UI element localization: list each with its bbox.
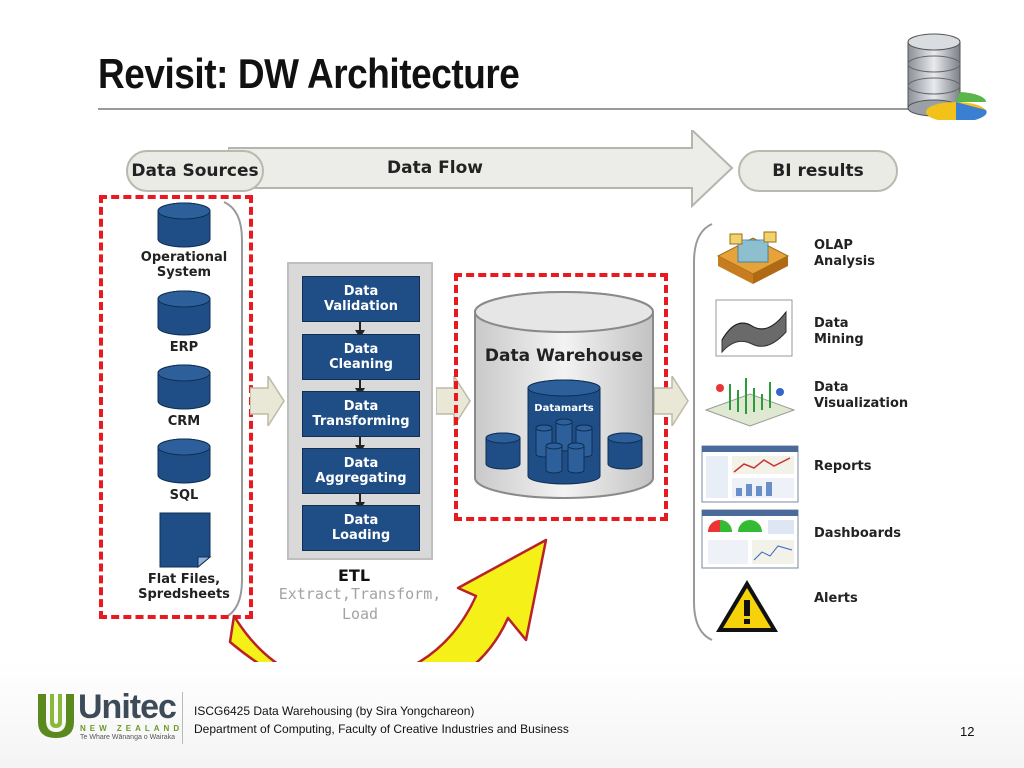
data-warehouse-title: Data Warehouse — [484, 346, 644, 366]
unitec-logo-tag: Te Whare Wānanga o Wairaka — [80, 734, 176, 741]
footer-course: ISCG6425 Data Warehousing (by Sira Yongc… — [194, 704, 475, 718]
sources-bracket — [223, 201, 243, 619]
unitec-logo-mark — [38, 694, 74, 738]
surface-plot-icon — [715, 299, 793, 357]
data-flow-label: Data Flow — [387, 158, 483, 178]
arrow-to-bi — [654, 376, 689, 426]
footer-divider — [182, 692, 183, 744]
footer-department: Department of Computing, Faculty of Crea… — [194, 722, 569, 736]
dashboard-screen-icon — [701, 509, 799, 569]
warehouse-highlight — [454, 273, 668, 521]
bi-dashboards: Dashboards — [814, 526, 902, 541]
bi-bracket — [693, 223, 713, 641]
warning-triangle-icon — [716, 580, 778, 632]
3d-chart-icon — [704, 378, 796, 427]
source-cylinders — [157, 202, 212, 569]
unitec-logo-sub: NEW ZEALAND — [80, 724, 184, 733]
bi-reports: Reports — [814, 459, 872, 474]
page-number: 12 — [960, 724, 975, 739]
slide-title: Revisit: DW Architecture — [98, 50, 520, 97]
source-operational-system: Operational System — [140, 250, 228, 280]
data-warehouse-cylinder — [474, 291, 654, 499]
bi-alerts: Alerts — [814, 591, 858, 606]
footer-band — [0, 662, 1024, 768]
bi-results-pill: BI results — [738, 150, 898, 192]
source-flat-files: Flat Files, Spredsheets — [138, 572, 230, 602]
datamarts-label: Datamarts — [534, 403, 594, 414]
olap-cube-icon — [716, 231, 790, 284]
source-crm: CRM — [167, 414, 201, 429]
report-screen-icon — [701, 445, 799, 503]
source-sql: SQL — [169, 488, 199, 503]
etl-label: ETL — [338, 566, 371, 585]
arrow-to-etl — [250, 376, 285, 426]
title-divider — [98, 108, 918, 110]
unitec-logo-text: Unitec — [78, 688, 177, 726]
data-sources-pill: Data Sources — [126, 150, 264, 192]
source-erp: ERP — [169, 340, 199, 355]
database-pie-icon — [907, 33, 987, 120]
etl-subtitle: Extract,Transform,Load — [278, 585, 442, 623]
data-flow-arrow — [228, 130, 734, 208]
